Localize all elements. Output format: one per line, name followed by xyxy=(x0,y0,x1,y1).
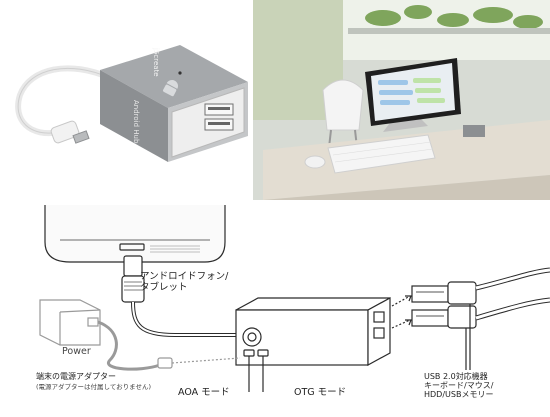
android-logo-icon xyxy=(163,80,178,97)
power-adapter-illustration xyxy=(39,299,241,371)
aoa-port xyxy=(243,349,255,357)
connection-line-art xyxy=(39,205,550,392)
hub-illustration xyxy=(235,296,391,367)
hub-top-face xyxy=(100,45,248,108)
connection-diagram: アンドロイドフォン/ タブレット Power 端末の電源アダプター (電源アダプ… xyxy=(0,200,550,417)
micro-usb-plug xyxy=(50,120,80,144)
hub-on-desk xyxy=(463,125,485,137)
usb-plug-top xyxy=(411,281,477,305)
otg-port xyxy=(257,349,269,357)
chat-bubbles xyxy=(378,78,445,105)
usb-devices-label: USB 2.0対応機器 キーボード/マウス/ HDD/USBメモリー xyxy=(424,372,494,400)
adapter-note: (電源アダプターは付属しておりません) xyxy=(36,383,151,391)
status-led xyxy=(178,71,182,75)
power-label: Power xyxy=(62,346,91,357)
scene-photo xyxy=(253,0,550,200)
chair xyxy=(322,79,364,131)
phone-illustration xyxy=(44,205,226,263)
aoa-mode-label: AOA モード xyxy=(178,387,230,398)
brand-text: j5create xyxy=(152,48,160,77)
micro-usb-plug xyxy=(121,255,145,303)
product-photo: j5create Android Hub xyxy=(0,0,253,200)
adapter-label: 端末の電源アダプター xyxy=(36,372,116,381)
keyboard xyxy=(327,134,436,174)
office-scene-illustration xyxy=(253,0,550,200)
hub-side-face xyxy=(100,70,168,162)
phone-cable xyxy=(131,301,236,337)
model-text: Android Hub xyxy=(132,100,140,144)
phone-tablet-label: アンドロイドフォン/ タブレット xyxy=(140,271,229,293)
mouse xyxy=(304,155,326,169)
otg-mode-label: OTG モード xyxy=(294,387,347,398)
hub-product-illustration xyxy=(15,45,248,162)
usb-plug-bottom xyxy=(411,305,477,329)
plant-decor xyxy=(365,5,543,29)
